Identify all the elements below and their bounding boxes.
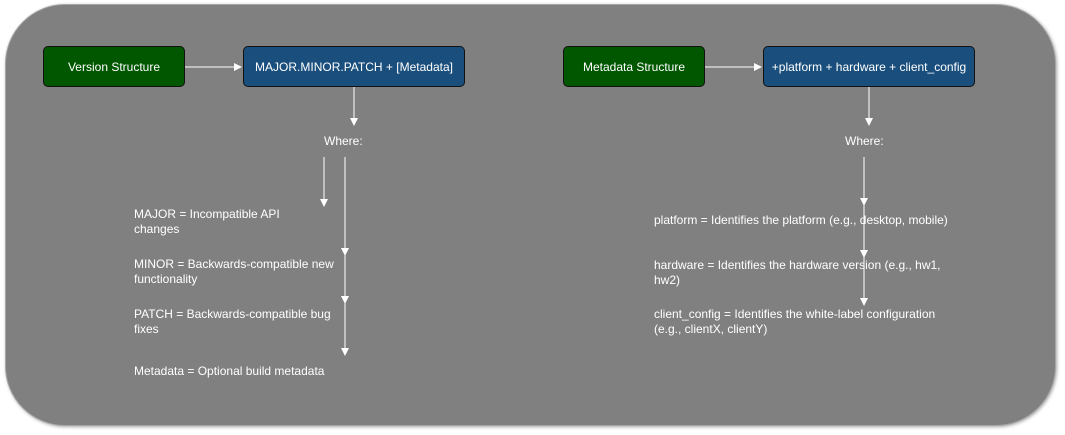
version-format-node[interactable]: MAJOR.MINOR.PATCH + [Metadata] — [243, 46, 465, 87]
client-config-description: client_config = Identifies the white-lab… — [654, 307, 936, 336]
major-description: MAJOR = Incompatible API changes — [134, 207, 280, 236]
where-label-left: Where: — [324, 134, 363, 148]
metadata-description: Metadata = Optional build metadata — [134, 364, 325, 378]
where-label-right: Where: — [845, 134, 884, 148]
patch-description: PATCH = Backwards-compatible bug fixes — [134, 307, 331, 336]
metadata-structure-node[interactable]: Metadata Structure — [563, 46, 705, 87]
hardware-description: hardware = Identifies the hardware versi… — [654, 258, 941, 287]
platform-description: platform = Identifies the platform (e.g.… — [654, 213, 948, 227]
metadata-format-node[interactable]: +platform + hardware + client_config — [763, 46, 975, 87]
version-structure-node[interactable]: Version Structure — [43, 46, 185, 87]
minor-description: MINOR = Backwards-compatible new functio… — [134, 257, 334, 286]
